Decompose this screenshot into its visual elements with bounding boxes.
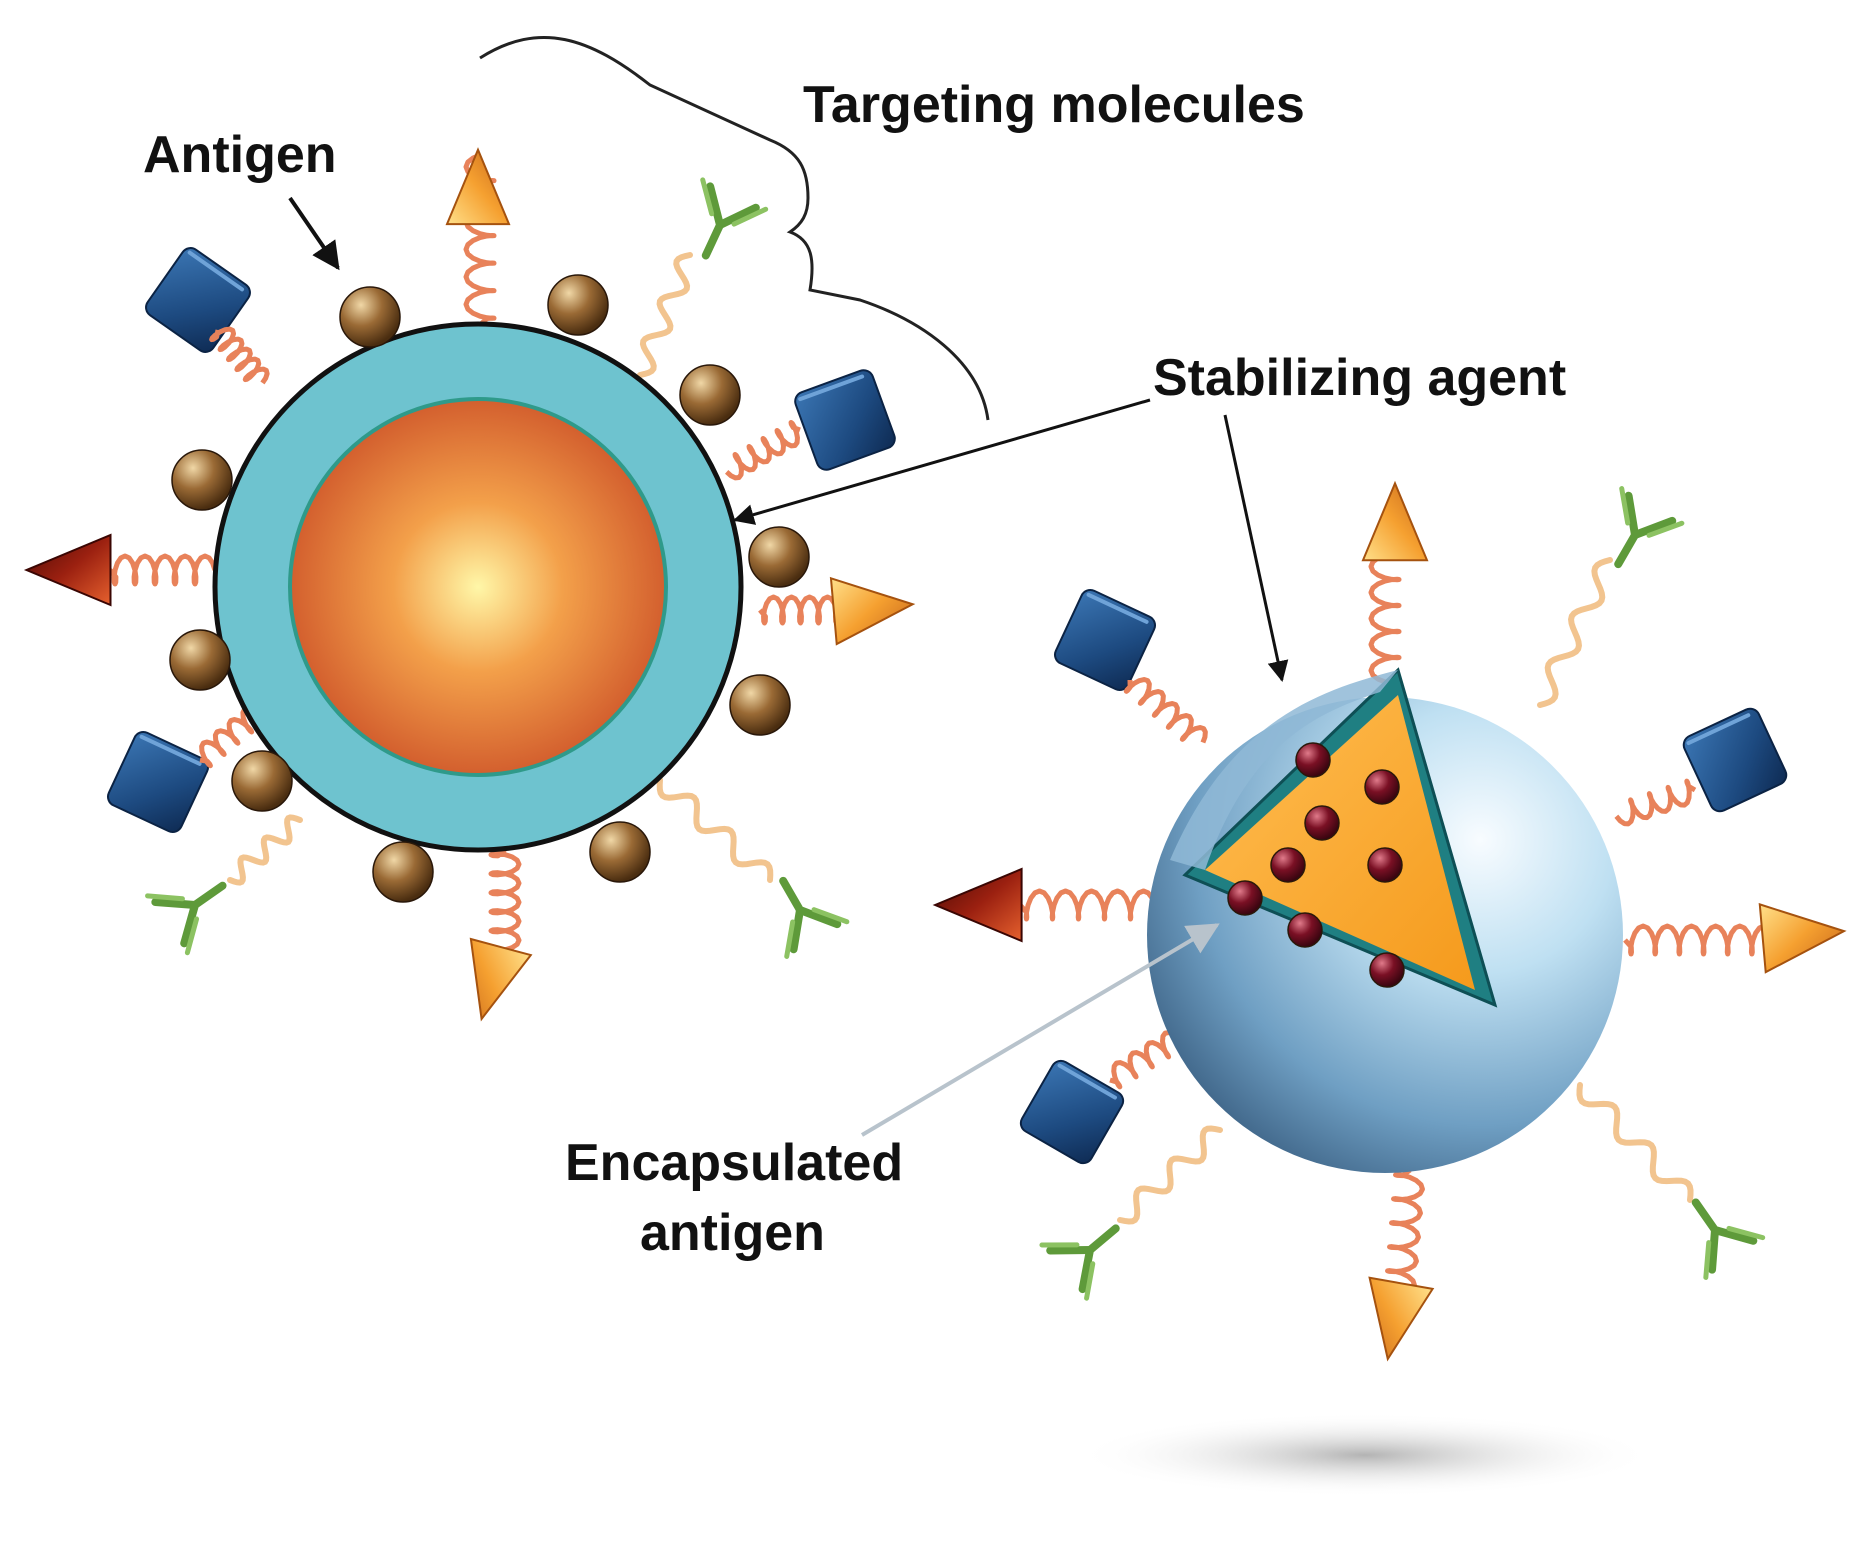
encapsulated-pointer <box>860 923 1220 1137</box>
left-antigen-beads <box>169 274 810 903</box>
antibody-icon <box>1039 1224 1120 1301</box>
left-particle-ligands <box>23 147 916 1022</box>
right-coil-linker <box>1123 677 1208 744</box>
antigen-bead <box>547 274 609 336</box>
encapsulated-antigen-bead <box>1295 742 1331 778</box>
cube-ligand-icon <box>1054 589 1156 691</box>
encapsulated-antigen-bead <box>1364 769 1400 805</box>
antigen-bead <box>171 449 233 511</box>
right-nanoparticle <box>1147 667 1623 1173</box>
cube-ligand-icon <box>794 369 896 471</box>
right-particle-ligands <box>932 480 1847 1362</box>
left-coil-linker <box>724 419 801 481</box>
cube-ligand-icon <box>1019 1059 1125 1165</box>
label-targeting-molecules: Targeting molecules <box>803 76 1305 134</box>
left-wave-linker <box>227 814 303 886</box>
antigen-pointer <box>288 196 340 271</box>
right-wave-linker <box>1117 1125 1223 1225</box>
encapsulated-antigen-bead <box>1287 912 1323 948</box>
antigen-bead <box>748 526 810 588</box>
dark-cone-ligand-icon <box>23 533 112 607</box>
label-stabilizing-agent: Stabilizing agent <box>1153 349 1566 407</box>
cube-ligand-icon <box>145 247 251 353</box>
left-coil-linker <box>108 553 218 587</box>
antibody-icon <box>1614 486 1685 569</box>
antigen-bead <box>589 821 651 883</box>
label-encapsulated-line2: antigen <box>640 1204 825 1262</box>
encapsulated-antigen-bead <box>1270 847 1306 883</box>
cone-ligand-icon <box>445 147 511 226</box>
right-coil-linker <box>1018 888 1158 922</box>
left-wave-linker <box>637 252 693 378</box>
encapsulated-antigen-bead <box>1367 847 1403 883</box>
right-coil-linker <box>1368 552 1402 692</box>
cone-ligand-icon <box>1368 1276 1435 1362</box>
label-antigen: Antigen <box>143 126 337 184</box>
antigen-bead <box>372 841 434 903</box>
antigen-bead <box>729 674 791 736</box>
right-coil-linker <box>1385 1168 1425 1298</box>
dark-cone-ligand-icon <box>932 867 1023 943</box>
encapsulated-antigen-beads <box>1227 742 1405 988</box>
antigen-bead <box>169 629 231 691</box>
right-coil-linker <box>1623 923 1778 957</box>
left-core <box>288 397 668 777</box>
sphere-shadow <box>1075 1413 1655 1497</box>
cone-ligand-icon <box>829 576 916 646</box>
targeting-bracket <box>479 36 990 421</box>
label-encapsulated-line1: Encapsulated <box>565 1134 903 1192</box>
cube-ligand-icon <box>1682 707 1788 813</box>
cube-ligand-icon <box>107 731 209 833</box>
left-nanoparticle <box>212 321 744 853</box>
right-coil-linker <box>1614 778 1697 827</box>
cone-ligand-icon <box>469 937 533 1022</box>
cutaway-core-wedge <box>1205 695 1475 990</box>
antigen-bead <box>231 750 293 812</box>
antibody-icon <box>145 881 227 956</box>
right-coil-linker <box>1109 1030 1180 1090</box>
encapsulated-antigen-bead <box>1227 880 1263 916</box>
antigen-bead <box>339 286 401 348</box>
antigen-bead <box>679 364 741 426</box>
stabilizing-pointer-right <box>1223 414 1289 683</box>
encapsulated-antigen-bead <box>1304 805 1340 841</box>
right-wave-linker <box>1576 1082 1694 1203</box>
right-wave-linker <box>1537 557 1613 708</box>
antibody-icon <box>1691 1198 1766 1280</box>
left-coil-linker <box>209 326 270 385</box>
stabilizing-pointer-left <box>732 398 1151 525</box>
left-wave-linker <box>656 777 774 883</box>
encapsulated-antigen-bead <box>1369 952 1405 988</box>
cone-ligand-icon <box>1758 902 1847 974</box>
cone-ligand-icon <box>1361 480 1429 562</box>
antibody-icon <box>779 876 850 959</box>
cutaway-top-face <box>1170 670 1398 870</box>
left-coil-linker <box>199 705 260 769</box>
left-coil-linker <box>488 848 522 953</box>
antibody-icon <box>700 177 769 260</box>
